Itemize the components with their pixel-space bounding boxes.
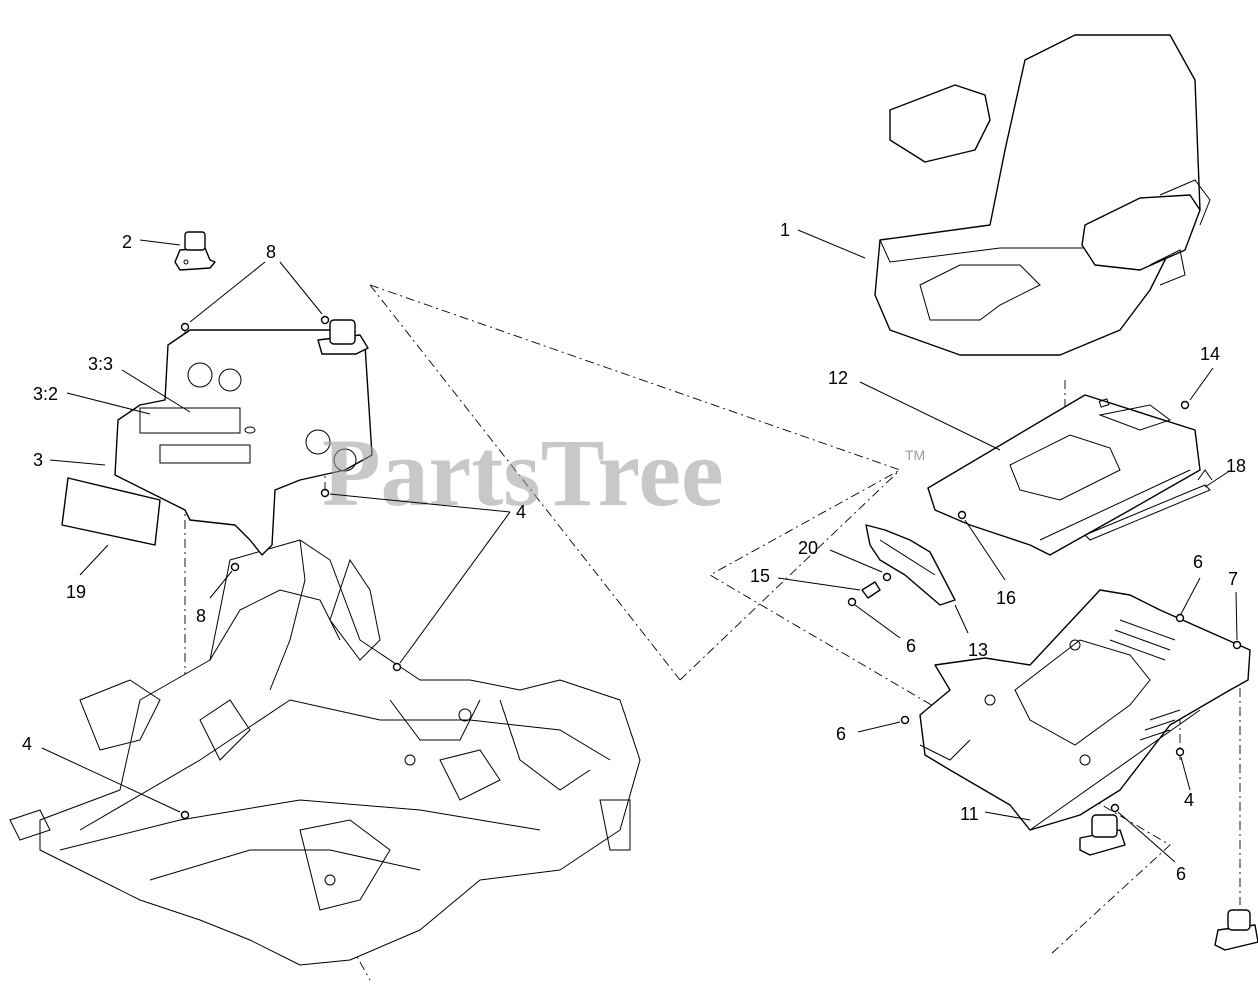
seat-bracket-plate (927, 394, 1201, 556)
seat-mount-plate (114, 329, 373, 556)
callout-4-right: 4 (1184, 790, 1194, 810)
callout-20: 20 (798, 538, 818, 558)
callout-6-bottom: 6 (1176, 864, 1186, 884)
callout-12: 12 (828, 368, 848, 388)
seat (874, 34, 1211, 356)
callout-1: 1 (780, 220, 790, 240)
callout-7: 7 (1228, 569, 1238, 589)
callout-15: 15 (750, 566, 770, 586)
isolator-mount (174, 231, 216, 271)
watermark-tm: TM (905, 447, 925, 463)
callout-19: 19 (66, 582, 86, 602)
latch-bracket (865, 524, 956, 606)
callout-3-2: 3:2 (33, 384, 58, 404)
decal (61, 477, 161, 546)
callout-18: 18 (1226, 456, 1246, 476)
callout-4-upper: 4 (516, 502, 526, 522)
callout-3: 3 (33, 450, 43, 470)
watermark: PartsTree TM (322, 419, 925, 526)
callout-16: 16 (996, 588, 1016, 608)
callout-4-lower: 4 (22, 734, 32, 754)
callout-3-3: 3:3 (88, 354, 113, 374)
callout-2: 2 (122, 232, 132, 252)
isolator-mount-plate (317, 319, 369, 355)
callout-8-bottom: 8 (196, 606, 206, 626)
callouts: 2 8 3:3 3:2 3 19 8 4 4 1 12 14 18 20 15 … (22, 220, 1246, 884)
leader-lines (41, 229, 1238, 863)
seat-rod (1084, 469, 1213, 541)
hardware-left (180, 315, 402, 820)
callout-11: 11 (960, 804, 979, 824)
callout-6-latch: 6 (906, 636, 916, 656)
chassis-frame (9, 539, 641, 966)
callout-14: 14 (1200, 344, 1220, 364)
lower-seat-plate (919, 589, 1251, 831)
callout-6-upper-right: 6 (1193, 552, 1203, 572)
lower-isolator-mounts (1079, 814, 1258, 951)
callout-8-top: 8 (266, 242, 276, 262)
callout-6-left: 6 (836, 724, 846, 744)
callout-13: 13 (968, 640, 988, 660)
hardware-latch (847, 400, 1190, 607)
hardware-right (900, 613, 1242, 813)
watermark-text: PartsTree (322, 419, 724, 526)
